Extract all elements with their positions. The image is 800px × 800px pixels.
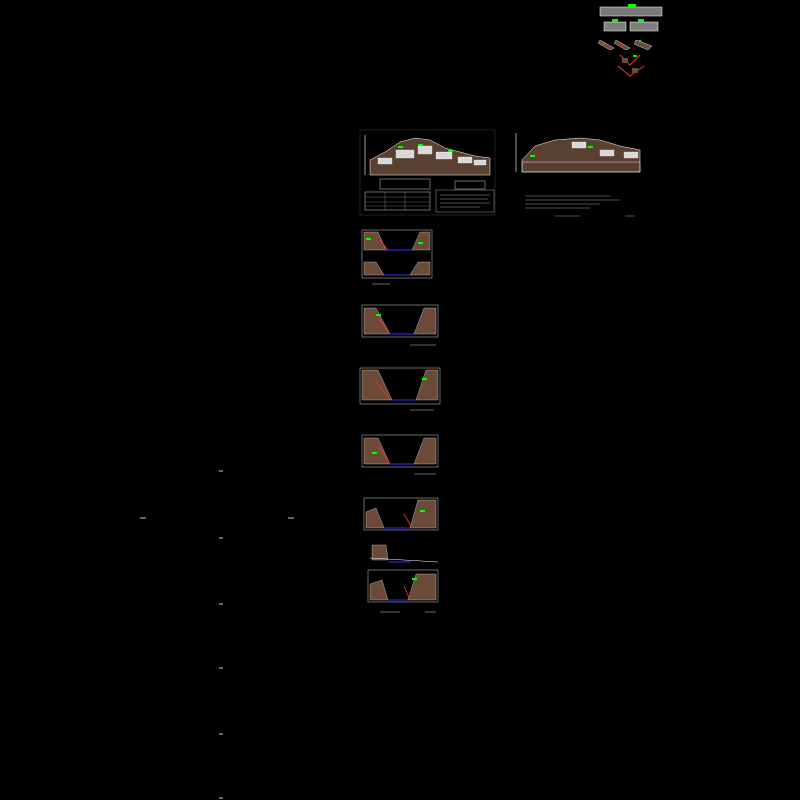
profile-left-table-lines (365, 192, 430, 210)
profile-left-note-lines (440, 194, 490, 208)
xs1-green-marker-2 (418, 242, 423, 244)
cross-section-1 (361, 229, 433, 285)
xs6-green-marker (412, 578, 417, 580)
legend-sheet (597, 4, 663, 77)
legend-hatch-bar (599, 6, 663, 17)
xs6-frame (367, 569, 439, 603)
xs6-top-ground (369, 557, 439, 563)
legend-green-marker-2 (612, 19, 618, 22)
cross-section-4 (361, 434, 439, 475)
xs3-green-marker (422, 378, 427, 380)
xs1-right-bank (411, 231, 431, 251)
legend-v-fill-2 (632, 68, 638, 73)
left-tick-marks (140, 470, 294, 799)
profile-left-table-2 (454, 180, 486, 190)
xs1-left-bank-lower (363, 261, 385, 276)
cross-section-3 (359, 367, 441, 411)
xs2-left-bank (363, 307, 391, 335)
legend-hatch-block-2 (629, 21, 659, 32)
legend-green-marker (628, 4, 636, 7)
xs3-frame (359, 367, 441, 405)
profile-left-ground (369, 137, 491, 176)
xs5-left-bank (365, 507, 385, 529)
longitudinal-profile-left (359, 129, 496, 216)
xs6-top-bank (371, 544, 389, 561)
profile-right-note-lines (525, 195, 635, 217)
xs5-right-bank (409, 499, 437, 529)
xs2-red-slope (377, 317, 391, 335)
profile-left-notes (435, 189, 495, 213)
xs4-left-bank (363, 437, 391, 465)
profile-left-table-1 (379, 178, 431, 190)
longitudinal-profile-right (515, 133, 641, 217)
profile-right-blocks (571, 141, 639, 159)
xs1-green-marker (366, 238, 371, 240)
legend-green-dot (638, 39, 642, 43)
xs4-green-marker (372, 452, 377, 454)
legend-v-fill-1 (622, 58, 628, 63)
cross-section-2 (361, 304, 439, 346)
legend-red-dot-2 (620, 42, 624, 46)
profile-left-table-3 (364, 191, 431, 211)
profile-right-table (521, 161, 641, 173)
legend-slope-detail-1 (597, 39, 615, 51)
xs6-right-bank (407, 573, 437, 601)
cross-section-5 (363, 497, 439, 531)
legend-hatch-block-1 (603, 21, 627, 32)
profile-left-green-markers (398, 144, 453, 152)
xs1-frame (361, 229, 433, 279)
cross-section-6 (367, 544, 439, 613)
legend-green-marker-4 (633, 55, 637, 57)
profile-left-frame (359, 129, 496, 216)
xs4-red-slope (377, 445, 391, 465)
xs5-frame (363, 497, 439, 531)
xs2-frame (361, 304, 439, 338)
xs6-red-slope (403, 585, 411, 601)
xs1-left-bank (363, 231, 387, 251)
xs6-left-bank (369, 579, 389, 601)
xs2-green-marker (376, 314, 381, 316)
profile-left-blocks (377, 145, 487, 166)
legend-v-detail-2 (617, 65, 645, 77)
xs1-right-bank-lower (409, 261, 431, 276)
xs5-red-slope (403, 513, 413, 529)
xs4-right-bank (413, 437, 437, 465)
xs3-left-bank (361, 369, 393, 401)
legend-green-marker-3 (638, 19, 644, 22)
xs3-red-slope (375, 381, 391, 401)
xs4-frame (361, 434, 439, 468)
legend-red-dot-1 (602, 42, 606, 46)
legend-slope-detail-3 (633, 39, 653, 51)
xs3-right-bank (415, 369, 439, 401)
xs2-right-bank (413, 307, 437, 335)
xs1-red-slope (379, 239, 389, 251)
xs5-green-marker (420, 510, 425, 512)
profile-right-green-markers (530, 146, 593, 157)
